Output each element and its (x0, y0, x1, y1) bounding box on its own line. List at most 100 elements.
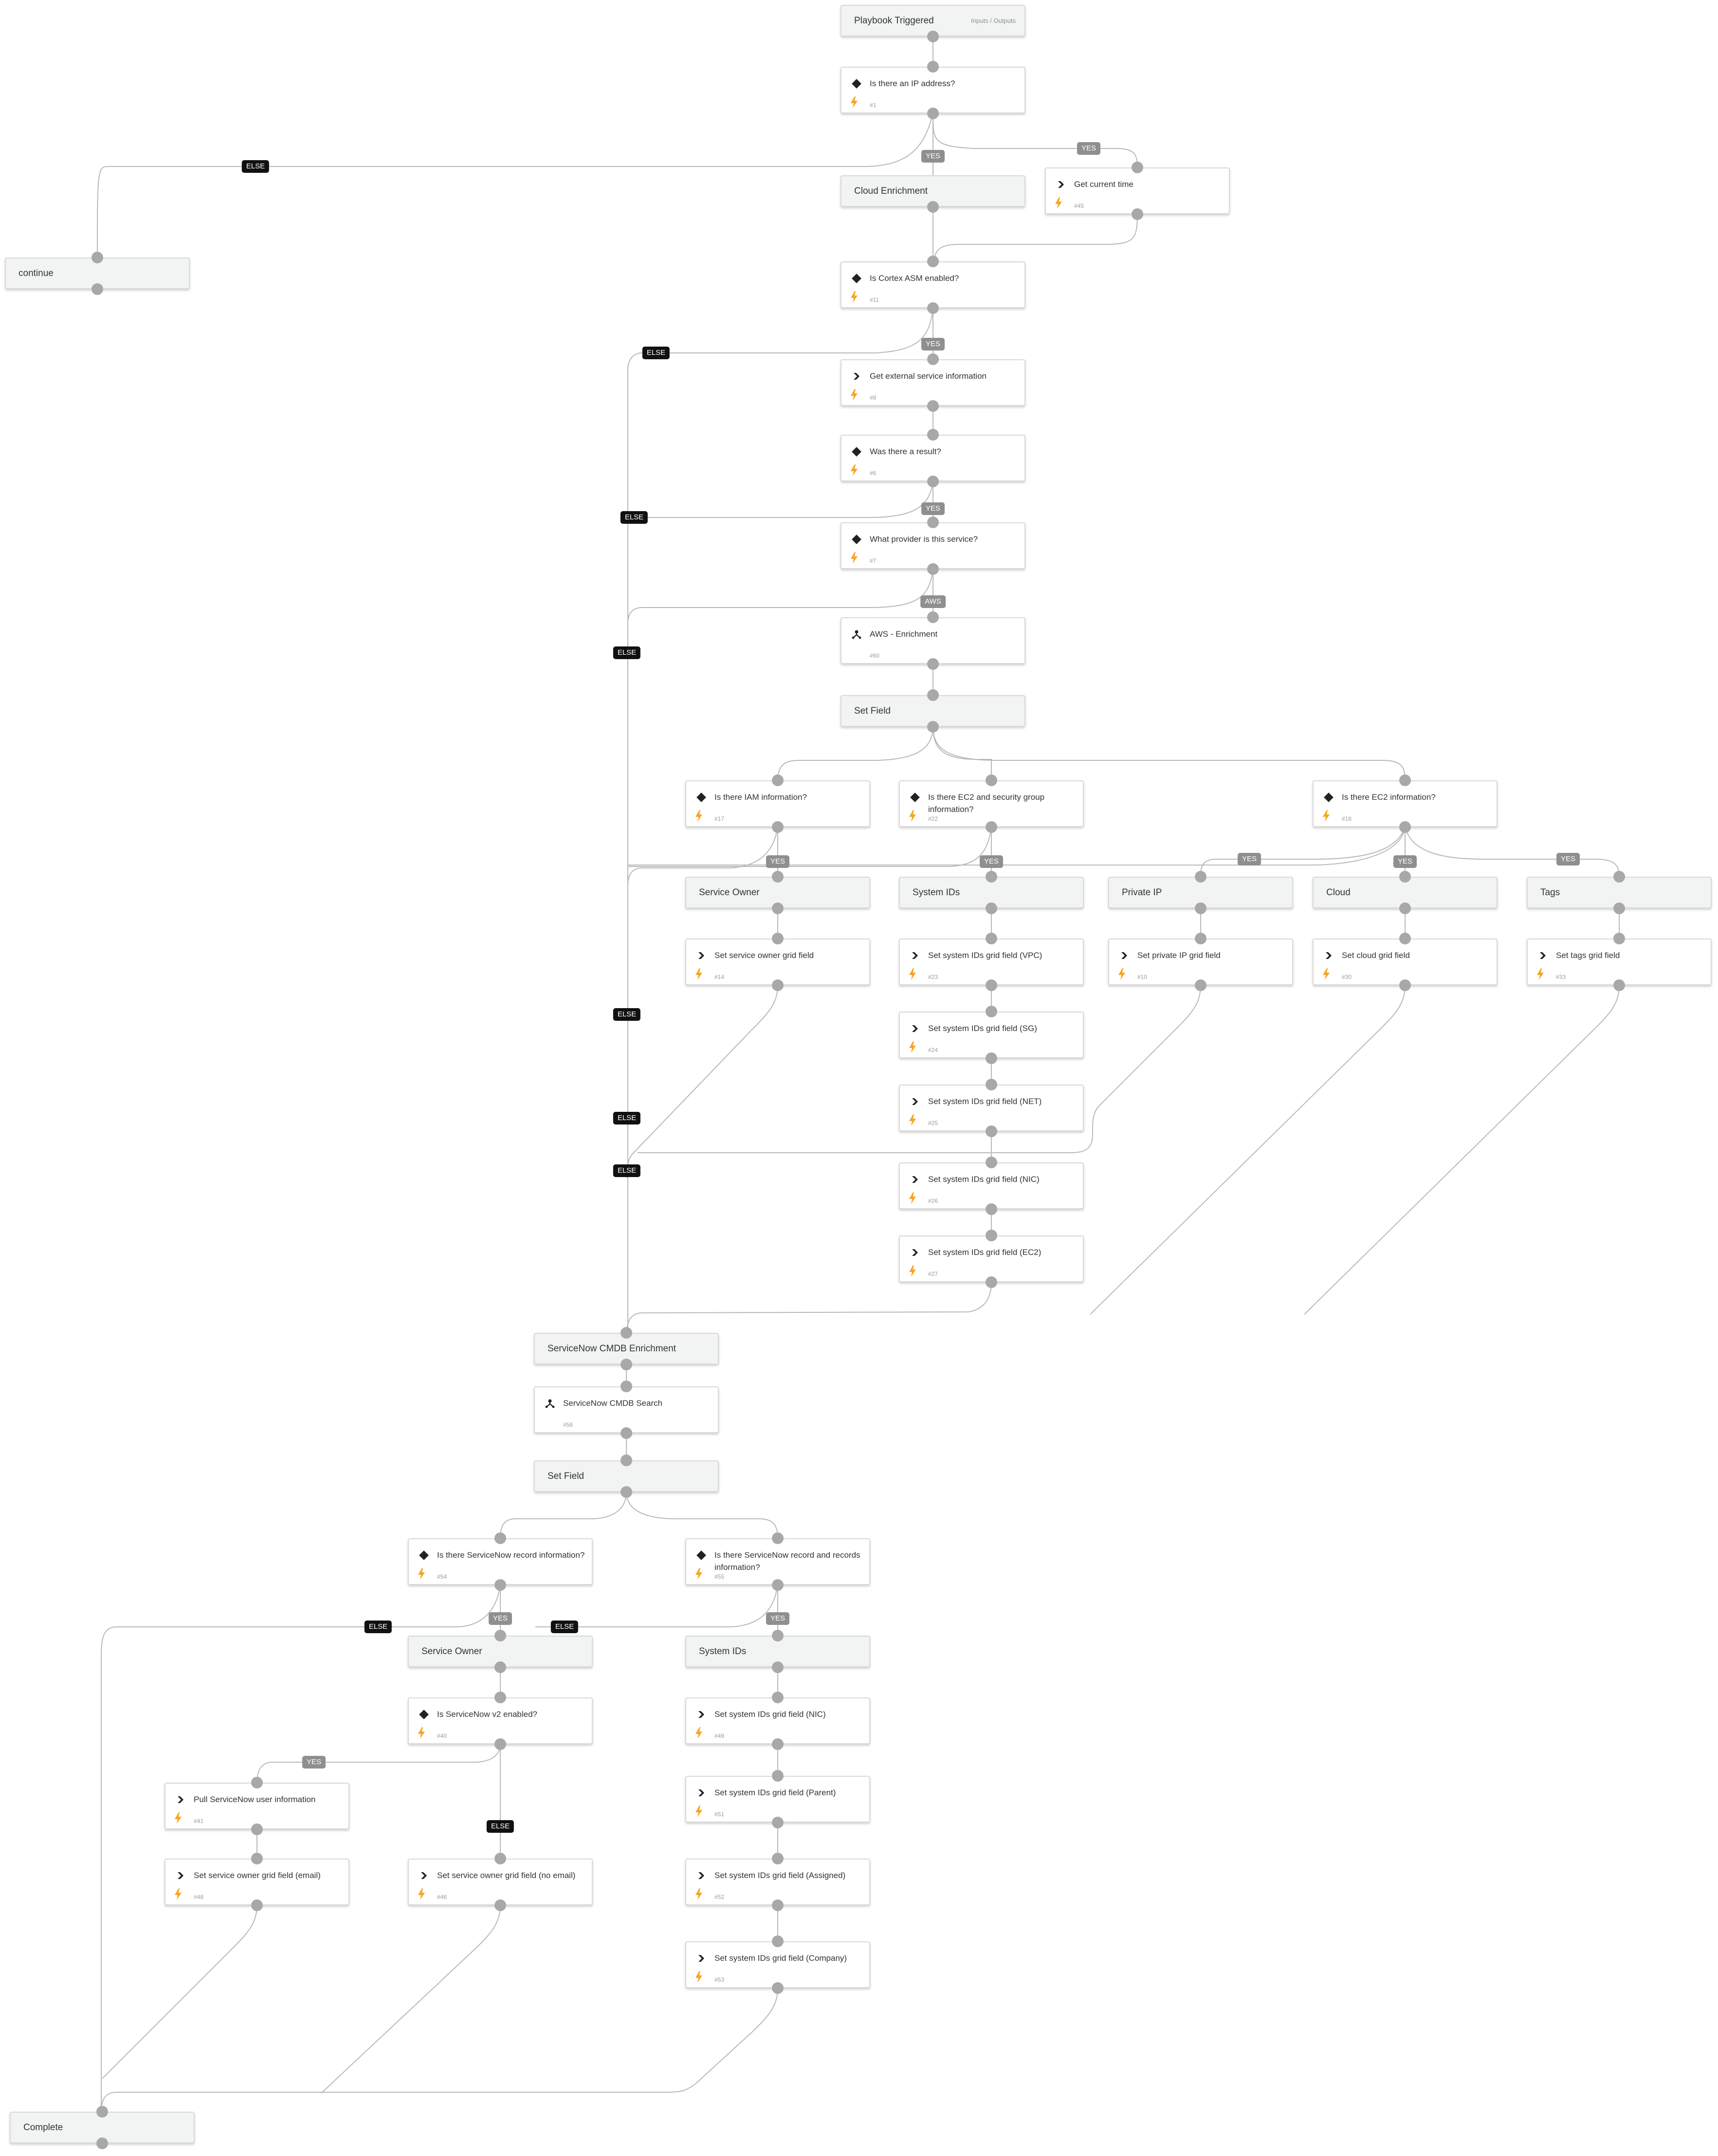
connector-port[interactable] (986, 1125, 997, 1137)
connector-port[interactable] (1613, 979, 1625, 991)
connector-port[interactable] (986, 903, 997, 914)
task-node-n27[interactable]: Set system IDs grid field (EC2)#27 (899, 1235, 1084, 1282)
connector-port[interactable] (1613, 903, 1625, 914)
inputs-outputs-link[interactable]: Inputs / Outputs (971, 17, 1016, 24)
task-node-n23[interactable]: Set system IDs grid field (VPC)#23 (899, 939, 1084, 985)
task-node-n49[interactable]: Set system IDs grid field (NIC)#49 (685, 1697, 870, 1744)
task-node-n40[interactable]: Is ServiceNow v2 enabled?#40 (408, 1697, 593, 1744)
task-node-n52[interactable]: Set system IDs grid field (Assigned)#52 (685, 1859, 870, 1905)
task-node-n56[interactable]: ServiceNow CMDB Search#56 (534, 1386, 719, 1433)
connector-port[interactable] (927, 689, 939, 701)
connector-port[interactable] (1195, 871, 1206, 883)
connector-port[interactable] (772, 821, 784, 833)
connector-port[interactable] (986, 1230, 997, 1241)
task-node-n60[interactable]: AWS - Enrichment#60 (841, 617, 1025, 664)
connector-port[interactable] (772, 1982, 784, 1994)
task-node-n1[interactable]: Is there an IP address?#1 (841, 67, 1025, 113)
connector-port[interactable] (986, 1157, 997, 1168)
connector-port[interactable] (927, 31, 939, 42)
connector-port[interactable] (927, 721, 939, 733)
connector-port[interactable] (494, 1661, 506, 1673)
connector-port[interactable] (96, 2138, 108, 2149)
connector-port[interactable] (927, 658, 939, 670)
connector-port[interactable] (621, 1359, 632, 1370)
task-node-n7[interactable]: What provider is this service?#7 (841, 522, 1025, 569)
connector-port[interactable] (772, 903, 784, 914)
connector-port[interactable] (494, 1579, 506, 1591)
connector-port[interactable] (1195, 903, 1206, 914)
connector-port[interactable] (1399, 933, 1411, 944)
connector-port[interactable] (494, 1899, 506, 1911)
task-node-n53[interactable]: Set system IDs grid field (Company)#53 (685, 1941, 870, 1988)
connector-port[interactable] (621, 1486, 632, 1498)
connector-port[interactable] (772, 774, 784, 786)
task-node-n51[interactable]: Set system IDs grid field (Parent)#51 (685, 1776, 870, 1823)
connector-port[interactable] (251, 1777, 263, 1788)
connector-port[interactable] (1399, 871, 1411, 883)
connector-port[interactable] (1195, 979, 1206, 991)
connector-port[interactable] (927, 429, 939, 441)
connector-port[interactable] (621, 1327, 632, 1339)
connector-port[interactable] (986, 1052, 997, 1064)
connector-port[interactable] (251, 1899, 263, 1911)
task-node-n55[interactable]: Is there ServiceNow record and records i… (685, 1538, 870, 1585)
task-node-n25[interactable]: Set system IDs grid field (NET)#25 (899, 1085, 1084, 1131)
task-node-n48[interactable]: Set service owner grid field (email)#48 (164, 1859, 349, 1905)
connector-port[interactable] (494, 1738, 506, 1750)
connector-port[interactable] (772, 933, 784, 944)
connector-port[interactable] (927, 611, 939, 623)
connector-port[interactable] (986, 871, 997, 883)
connector-port[interactable] (494, 1853, 506, 1864)
connector-port[interactable] (1132, 208, 1143, 220)
connector-port[interactable] (986, 1276, 997, 1288)
connector-port[interactable] (772, 979, 784, 991)
connector-port[interactable] (986, 1079, 997, 1090)
connector-port[interactable] (986, 979, 997, 991)
connector-port[interactable] (772, 871, 784, 883)
task-node-n14[interactable]: Set service owner grid field#14 (685, 939, 870, 985)
connector-port[interactable] (251, 1824, 263, 1835)
task-node-n24[interactable]: Set system IDs grid field (SG)#24 (899, 1012, 1084, 1058)
connector-port[interactable] (927, 400, 939, 412)
task-node-n30[interactable]: Set cloud grid field#30 (1313, 939, 1498, 985)
connector-port[interactable] (772, 1579, 784, 1591)
connector-port[interactable] (986, 1203, 997, 1215)
task-node-n6[interactable]: Was there a result?#6 (841, 435, 1025, 481)
connector-port[interactable] (772, 1630, 784, 1641)
task-node-n17[interactable]: Is there IAM information?#17 (685, 780, 870, 827)
connector-port[interactable] (1195, 933, 1206, 944)
connector-port[interactable] (772, 1692, 784, 1703)
connector-port[interactable] (772, 1661, 784, 1673)
task-node-n11[interactable]: Is Cortex ASM enabled?#11 (841, 261, 1025, 308)
connector-port[interactable] (494, 1630, 506, 1641)
connector-port[interactable] (772, 1770, 784, 1782)
connector-port[interactable] (91, 283, 103, 295)
connector-port[interactable] (927, 353, 939, 365)
connector-port[interactable] (986, 1006, 997, 1017)
task-node-n45[interactable]: Get current time#45 (1045, 167, 1230, 214)
connector-port[interactable] (1399, 979, 1411, 991)
task-node-n54[interactable]: Is there ServiceNow record information?#… (408, 1538, 593, 1585)
connector-port[interactable] (251, 1853, 263, 1864)
connector-port[interactable] (927, 61, 939, 73)
connector-port[interactable] (986, 774, 997, 786)
connector-port[interactable] (1613, 871, 1625, 883)
task-node-n33[interactable]: Set tags grid field#33 (1527, 939, 1712, 985)
connector-port[interactable] (1613, 933, 1625, 944)
task-node-n41[interactable]: Pull ServiceNow user information#41 (164, 1783, 349, 1829)
connector-port[interactable] (621, 1455, 632, 1466)
connector-port[interactable] (1399, 774, 1411, 786)
connector-port[interactable] (1132, 162, 1143, 173)
task-node-n10[interactable]: Set private IP grid field#10 (1108, 939, 1293, 985)
connector-port[interactable] (494, 1692, 506, 1703)
connector-port[interactable] (494, 1532, 506, 1544)
connector-port[interactable] (772, 1899, 784, 1911)
connector-port[interactable] (772, 1853, 784, 1864)
connector-port[interactable] (96, 2106, 108, 2118)
task-node-n22[interactable]: Is there EC2 and security group informat… (899, 780, 1084, 827)
connector-port[interactable] (772, 1817, 784, 1828)
task-node-n26[interactable]: Set system IDs grid field (NIC)#26 (899, 1162, 1084, 1209)
task-node-n16[interactable]: Is there EC2 information?#16 (1313, 780, 1498, 827)
connector-port[interactable] (927, 516, 939, 528)
connector-port[interactable] (772, 1532, 784, 1544)
